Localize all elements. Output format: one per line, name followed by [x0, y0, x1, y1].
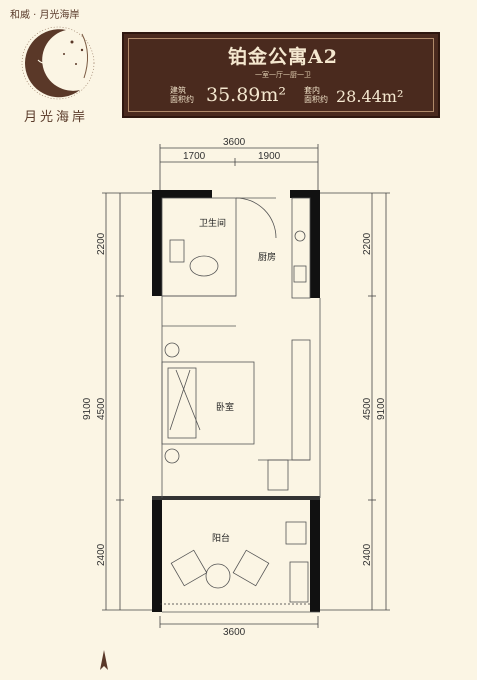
unit-title: 铂金公寓A2 [228, 46, 338, 68]
room-bathroom: 卫生间 [199, 219, 227, 229]
title-banner: 铂金公寓A2 一室一厅一厨一卫 建筑 面积约 35.89m² 套内 面积约 28… [122, 32, 440, 118]
brand-top-text: 和威 · 月光海岸 [10, 10, 80, 21]
compass-icon [100, 650, 108, 670]
built-area-label-2: 面积约 [170, 95, 194, 104]
dim-top-total: 3600 [223, 137, 246, 148]
moon-logo-icon [21, 26, 95, 100]
inner-area-value: 28.44m² [336, 87, 404, 106]
logo-name: 月光海岸 [24, 110, 89, 125]
built-area-label-1: 建筑 [170, 86, 186, 95]
dim-left-3: 2400 [96, 543, 107, 566]
built-area-value: 35.89m² [206, 84, 287, 106]
dim-bottom-total: 3600 [223, 627, 246, 638]
dim-right-total: 9100 [376, 397, 387, 420]
dim-right-1: 2200 [362, 232, 373, 255]
dim-top-right: 1900 [258, 151, 281, 162]
room-kitchen: 厨房 [258, 253, 277, 263]
room-balcony: 阳台 [212, 534, 231, 544]
dim-right-3: 2400 [362, 543, 373, 566]
dim-right-2: 4500 [362, 397, 373, 420]
inner-area-label-2: 面积约 [304, 95, 328, 104]
unit-layout: 一室一厅一厨一卫 [255, 71, 311, 79]
inner-area-label-1: 套内 [304, 86, 320, 95]
dim-top-left: 1700 [183, 151, 206, 162]
room-bedroom: 卧室 [216, 403, 235, 413]
dim-left-1: 2200 [96, 232, 107, 255]
dim-left-2: 4500 [96, 397, 107, 420]
dim-left-total: 9100 [82, 397, 93, 420]
